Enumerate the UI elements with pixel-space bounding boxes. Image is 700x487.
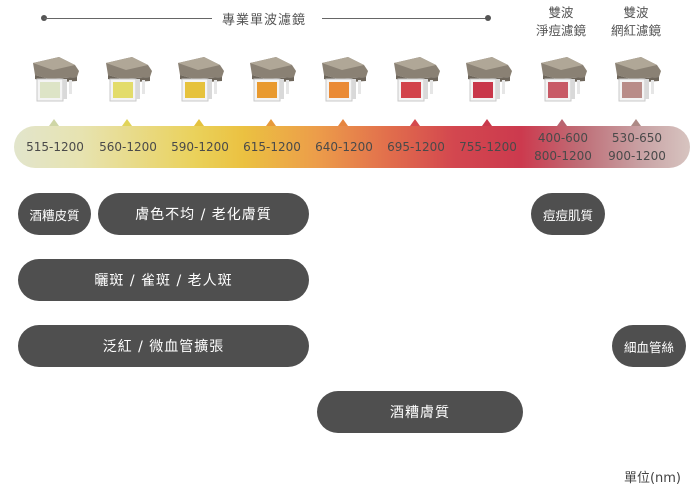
marker-dual-influencer <box>631 119 641 126</box>
dual-filter-1-line-2: 淨痘濾鏡 <box>535 23 586 38</box>
range-label-755: 755-1200 <box>459 140 517 154</box>
range-label-615: 615-1200 <box>243 140 301 154</box>
filter-head-515 <box>33 57 79 102</box>
dual-filter-2-line-1: 雙波 <box>623 5 649 20</box>
range-label-515: 515-1200 <box>26 140 84 154</box>
range-label-640: 640-1200 <box>315 140 373 154</box>
wavelength-gradient-bar <box>14 126 690 168</box>
filter-head-615 <box>250 57 296 102</box>
filter-head-590 <box>178 57 224 102</box>
marker-515 <box>49 119 59 126</box>
header-line-left <box>44 18 212 19</box>
dual-filter-label-2: 雙波 網紅濾鏡 <box>603 4 669 40</box>
marker-560 <box>122 119 132 126</box>
header-line-dot-right <box>485 15 491 21</box>
range-label-dual-acne-2: 800-1200 <box>534 149 592 163</box>
indication-rosacea-skin: 酒糟膚質 <box>317 391 523 433</box>
filter-head-dual-acne <box>541 57 587 102</box>
marker-615 <box>266 119 276 126</box>
marker-695 <box>410 119 420 126</box>
header-title: 專業單波濾鏡 <box>222 13 307 28</box>
dual-filter-1-line-1: 雙波 <box>548 5 574 20</box>
indication-fine-capillaries: 細血管絲 <box>612 325 686 367</box>
filter-head-640 <box>322 57 368 102</box>
filter-head-560 <box>106 57 152 102</box>
indication-acne-skin: 痘痘肌質 <box>531 193 605 235</box>
filter-head-755 <box>466 57 512 102</box>
range-label-695: 695-1200 <box>387 140 445 154</box>
marker-dual-acne <box>557 119 567 126</box>
range-label-560: 560-1200 <box>99 140 157 154</box>
header-line-right <box>322 18 487 19</box>
marker-640 <box>338 119 348 126</box>
unit-label: 單位(nm) <box>623 471 681 486</box>
indication-redness-capillaries: 泛紅 / 微血管擴張 <box>18 325 309 367</box>
indication-uneven-tone-aging: 膚色不均 / 老化膚質 <box>98 193 309 235</box>
marker-755 <box>482 119 492 126</box>
dual-filter-2-line-2: 網紅濾鏡 <box>610 23 661 38</box>
range-label-dual-influencer-2: 900-1200 <box>608 149 666 163</box>
indication-rosacea-skin-small: 酒糟皮質 <box>18 193 91 235</box>
range-label-590: 590-1200 <box>171 140 229 154</box>
dual-filter-label-1: 雙波 淨痘濾鏡 <box>528 4 594 40</box>
filter-head-695 <box>394 57 440 102</box>
range-label-dual-acne-1: 400-600 <box>537 131 589 145</box>
marker-590 <box>194 119 204 126</box>
range-label-dual-influencer-1: 530-650 <box>611 131 663 145</box>
filter-head-dual-influencer <box>615 57 661 102</box>
indication-pigment-spots: 曬斑 / 雀斑 / 老人斑 <box>18 259 309 301</box>
